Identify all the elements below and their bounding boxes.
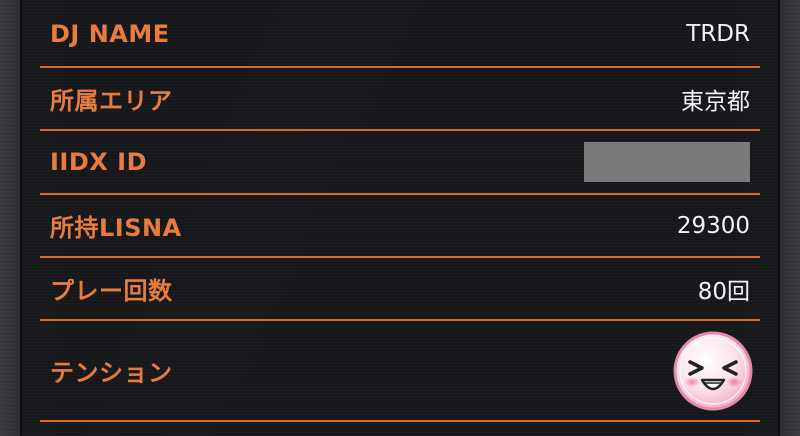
iidx-id-label: IIDX ID xyxy=(50,148,147,176)
row-tension: テンション xyxy=(40,321,760,422)
iidx-id-redacted-block xyxy=(584,142,750,182)
row-iidx-id: IIDX ID xyxy=(40,131,760,195)
row-area: 所属エリア 東京都 xyxy=(40,68,760,131)
tension-label: テンション xyxy=(50,359,173,387)
profile-panel xyxy=(20,0,780,436)
row-play-count: プレー回数 80回 xyxy=(40,258,760,321)
area-value: 東京都 xyxy=(681,88,750,115)
play-count-label: プレー回数 xyxy=(50,277,173,305)
row-lisna: 所持LISNA 29300 xyxy=(40,195,760,258)
lisna-value: 29300 xyxy=(676,212,750,239)
row-dj-name: DJ NAME TRDR xyxy=(40,2,760,68)
area-label: 所属エリア xyxy=(50,87,173,115)
dj-name-value: TRDR xyxy=(686,21,750,47)
play-count-value: 80回 xyxy=(697,278,750,305)
dj-name-label: DJ NAME xyxy=(50,20,170,48)
grinning-squint-face-icon xyxy=(673,331,753,410)
lisna-label: 所持LISNA xyxy=(50,214,182,242)
